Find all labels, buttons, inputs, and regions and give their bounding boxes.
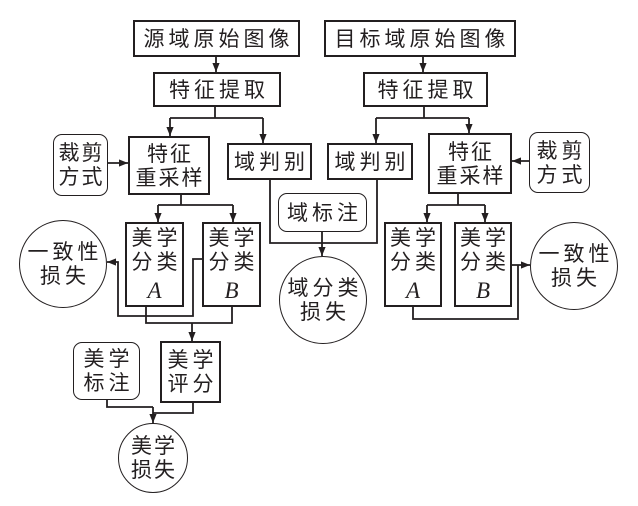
target-consistency-loss-circle: 一致性 损失 [530,222,618,310]
target-feature-extraction-box: 特征提取 [363,72,488,107]
target-domain-discriminator-label: 域判别 [334,149,410,174]
target-aesthetic-classifier-b-box: 美学 分类 B [454,222,512,307]
source-crop-method-box: 裁剪 方式 [53,134,108,196]
aesthetic-loss-line-1: 美学 [131,434,177,458]
target-aesthetic-classifier-a-box: 美学 分类 A [384,222,442,307]
domain-classification-loss-line-1: 域分类 [287,276,363,300]
source-image-label: 源域原始图像 [143,26,294,51]
aesthetic-score-line-2: 评分 [167,372,218,396]
target-domain-discriminator-box: 域判别 [327,143,413,180]
source-consistency-loss-line-1: 一致性 [27,240,103,264]
source-classifier-b-tag: B [224,277,239,303]
source-feature-resampling-line-2: 重采样 [135,165,205,190]
connector-target-feature-split [376,107,469,119]
source-feature-extraction-label: 特征提取 [169,77,269,102]
source-crop-method-line-1: 裁剪 [58,141,105,165]
source-classifier-a-line-1: 美学 [131,225,182,250]
target-feature-resampling-line-2: 重采样 [436,163,506,188]
target-classifier-a-line-2: 分类 [390,249,440,274]
aesthetic-label-box: 美学 标注 [73,342,140,400]
target-classifier-a-tag: A [405,277,421,303]
aesthetic-loss-circle: 美学 损失 [118,423,188,493]
connector-source-resampling-split [158,195,233,206]
source-aesthetic-classifier-a-box: 美学 分类 A [125,222,184,307]
aesthetic-score-line-1: 美学 [167,348,218,372]
connector-target-resampling-split [427,194,485,206]
target-classifier-b-line-2: 分类 [460,249,510,274]
target-consistency-loss-line-2: 损失 [551,266,601,290]
source-classifier-a-line-2: 分类 [131,249,182,274]
domain-classification-loss-line-2: 损失 [300,300,350,324]
target-crop-method-line-2: 方式 [536,162,587,187]
target-consistency-loss-line-1: 一致性 [538,242,614,266]
source-consistency-loss-line-2: 损失 [40,264,90,288]
source-feature-resampling-box: 特征 重采样 [128,136,210,195]
source-feature-resampling-line-1: 特征 [147,141,193,166]
source-crop-method-line-2: 方式 [58,165,105,189]
target-crop-method-box: 裁剪 方式 [529,132,590,193]
target-crop-method-line-1: 裁剪 [536,138,587,163]
source-domain-discriminator-box: 域判别 [227,143,312,180]
aesthetic-label-line-2: 标注 [83,371,134,395]
domain-label-box: 域标注 [278,193,367,232]
aesthetic-loss-line-2: 损失 [131,458,177,482]
aesthetic-score-box: 美学 评分 [160,341,221,403]
domain-label-label: 域标注 [287,200,362,225]
source-aesthetic-classifier-b-box: 美学 分类 B [202,222,261,307]
connector-source-classifier-merge [145,307,233,324]
source-consistency-loss-circle: 一致性 损失 [19,220,107,308]
target-classifier-b-tag: B [475,277,491,303]
source-classifier-a-tag: A [147,277,162,303]
target-feature-resampling-line-1: 特征 [448,139,494,164]
target-feature-extraction-label: 特征提取 [377,77,478,102]
connector-aesthetic-label-to-loss [106,400,153,408]
source-image-box: 源域原始图像 [133,20,300,57]
connector-source-feature-split [170,107,263,119]
target-image-box: 目标域原始图像 [324,20,516,57]
domain-classification-loss-circle: 域分类 损失 [279,256,367,344]
target-classifier-a-line-1: 美学 [390,225,440,250]
aesthetic-label-line-1: 美学 [83,347,134,371]
source-feature-extraction-box: 特征提取 [153,72,281,107]
source-classifier-b-line-2: 分类 [208,249,259,274]
source-classifier-b-line-1: 美学 [208,225,259,250]
connector-aesthetic-score-to-loss [153,403,194,414]
target-classifier-b-line-1: 美学 [460,225,510,250]
source-domain-discriminator-label: 域判别 [234,149,309,174]
target-image-label: 目标域原始图像 [334,26,510,51]
target-feature-resampling-box: 特征 重采样 [428,133,512,194]
